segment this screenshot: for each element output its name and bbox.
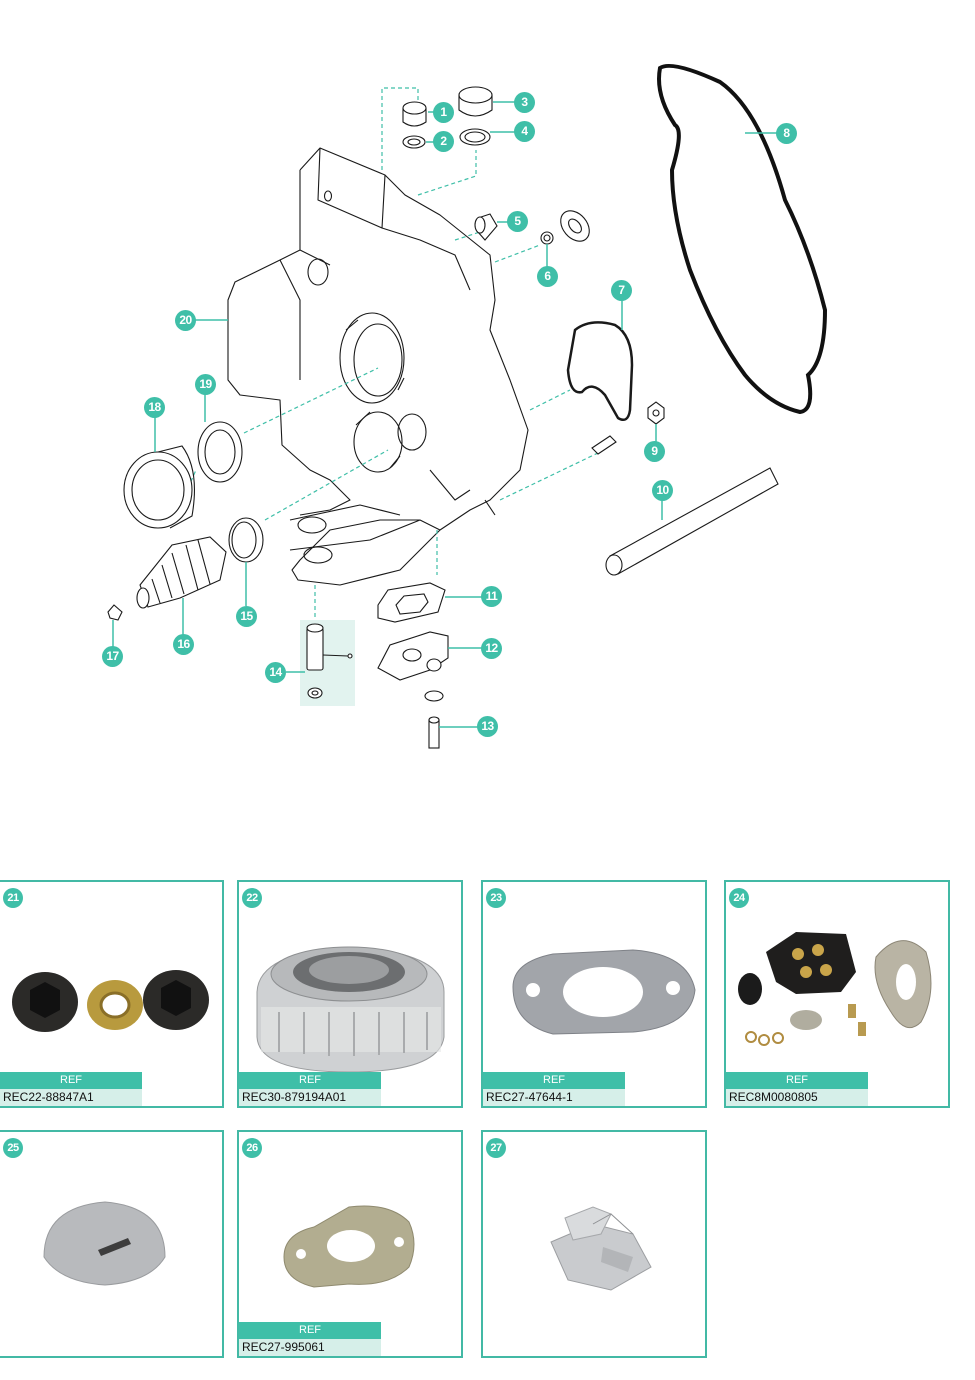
diagram-drawing bbox=[107, 63, 828, 749]
o-ring-gasket bbox=[566, 321, 634, 421]
product-card-22[interactable]: 22 REF REC30-879194A01 bbox=[237, 880, 463, 1108]
callout-19: 19 bbox=[195, 374, 216, 395]
callout-7: 7 bbox=[611, 280, 632, 301]
callout-12: 12 bbox=[481, 638, 502, 659]
card-number: 21 bbox=[3, 888, 23, 908]
callout-4: 4 bbox=[514, 121, 535, 142]
callout-2: 2 bbox=[433, 131, 454, 152]
ref-label: REF bbox=[483, 1072, 625, 1089]
housing-body bbox=[227, 147, 529, 586]
mount-kit-photo bbox=[738, 932, 932, 1046]
anode-dome-photo bbox=[43, 1201, 166, 1286]
card-number: 26 bbox=[242, 1138, 262, 1158]
callout-10: 10 bbox=[652, 480, 673, 501]
callout-1: 1 bbox=[433, 102, 454, 123]
callout-11: 11 bbox=[481, 586, 502, 607]
drain-plugs-photo bbox=[12, 970, 209, 1032]
ref-label: REF bbox=[239, 1322, 381, 1339]
callout-13: 13 bbox=[477, 716, 498, 737]
callout-17: 17 bbox=[102, 646, 123, 667]
product-card-24[interactable]: 24 REF REC8M0080805 bbox=[724, 880, 950, 1108]
card-number: 27 bbox=[486, 1138, 506, 1158]
ref-label: REF bbox=[239, 1072, 381, 1089]
ref-code: REC27-995061 bbox=[239, 1339, 381, 1356]
callout-18: 18 bbox=[144, 397, 165, 418]
callout-8: 8 bbox=[776, 123, 797, 144]
callout-20: 20 bbox=[175, 310, 196, 331]
ref-label: REF bbox=[726, 1072, 868, 1089]
ref-label: REF bbox=[0, 1072, 142, 1089]
card-number: 25 bbox=[3, 1138, 23, 1158]
callout-16: 16 bbox=[173, 634, 194, 655]
callout-3: 3 bbox=[514, 92, 535, 113]
gimbal-bearing-photo bbox=[256, 946, 445, 1072]
callout-14: 14 bbox=[265, 662, 286, 683]
gasket-photo-26 bbox=[283, 1205, 415, 1288]
callout-6: 6 bbox=[537, 266, 558, 287]
card-number: 22 bbox=[242, 888, 262, 908]
product-card-21[interactable]: 21 REF REC22-88847A1 bbox=[0, 880, 224, 1108]
card-number: 23 bbox=[486, 888, 506, 908]
product-card-27[interactable]: 27 bbox=[481, 1130, 707, 1358]
ref-code: REC30-879194A01 bbox=[239, 1089, 381, 1106]
anode-block-photo bbox=[550, 1206, 652, 1291]
large-gasket bbox=[657, 63, 828, 415]
callout-9: 9 bbox=[644, 441, 665, 462]
gasket-photo bbox=[512, 949, 696, 1035]
callout-5: 5 bbox=[507, 211, 528, 232]
callout-15: 15 bbox=[236, 606, 257, 627]
product-card-23[interactable]: 23 REF REC27-47644-1 bbox=[481, 880, 707, 1108]
exploded-parts-diagram: 1 2 3 4 5 6 7 8 9 10 11 12 13 14 15 16 1… bbox=[102, 63, 828, 749]
ref-code: REC8M0080805 bbox=[726, 1089, 868, 1106]
card-number: 24 bbox=[729, 888, 749, 908]
ref-code: REC22-88847A1 bbox=[0, 1089, 142, 1106]
ref-code: REC27-47644-1 bbox=[483, 1089, 625, 1106]
product-card-25[interactable]: 25 bbox=[0, 1130, 224, 1358]
product-card-26[interactable]: 26 REF REC27-995061 bbox=[237, 1130, 463, 1358]
